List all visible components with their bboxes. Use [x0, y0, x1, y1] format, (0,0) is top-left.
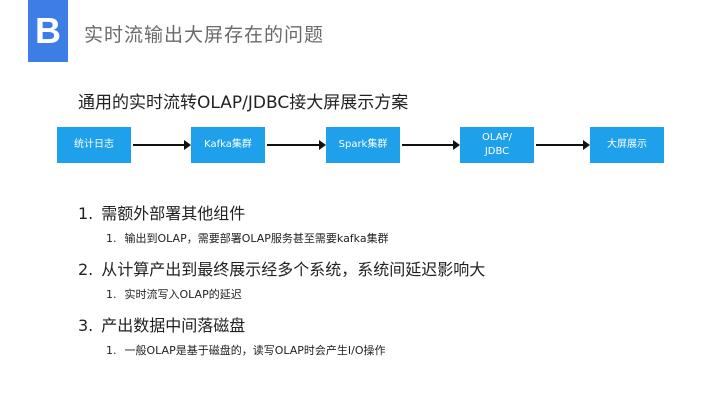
flow-step-olap: OLAP/JDBC [460, 127, 534, 163]
issue-subitem-2: 1. 实时流写入OLAP的延迟 [106, 286, 242, 302]
subitem-number: 1. [106, 288, 117, 301]
flow-step-logs: 统计日志 [57, 127, 131, 163]
flow-step-dashboard: 大屏展示 [590, 127, 664, 163]
issue-subitem-1: 1. 输出到OLAP，需要部署OLAP服务甚至需要kafka集群 [106, 230, 389, 246]
flow-arrow-2 [267, 140, 326, 150]
page-title: 实时流输出大屏存在的问题 [84, 24, 325, 46]
flow-arrow-1 [133, 140, 191, 150]
section-badge: B [28, 0, 68, 62]
subitem-text: 输出到OLAP，需要部署OLAP服务甚至需要kafka集群 [124, 232, 389, 245]
subitem-number: 1. [106, 232, 117, 245]
issue-item-3: 3. 产出数据中间落磁盘 [78, 312, 245, 336]
issue-subitem-3: 1. 一般OLAP是基于磁盘的，读写OLAP时会产生I/O操作 [106, 342, 386, 358]
subitem-text: 实时流写入OLAP的延迟 [124, 288, 242, 301]
issue-number: 3. [78, 316, 94, 335]
flow-step-kafka: Kafka集群 [191, 127, 265, 163]
issue-text: 从计算产出到最终展示经多个系统，系统间延迟影响大 [101, 260, 486, 279]
slide-subtitle: 通用的实时流转OLAP/JDBC接大屏展示方案 [78, 93, 409, 113]
issue-text: 产出数据中间落磁盘 [101, 316, 246, 335]
flow-step-spark: Spark集群 [326, 127, 400, 163]
issue-number: 2. [78, 260, 94, 279]
subitem-text: 一般OLAP是基于磁盘的，读写OLAP时会产生I/O操作 [124, 344, 386, 357]
subitem-number: 1. [106, 344, 117, 357]
flow-arrow-3 [402, 140, 460, 150]
flow-diagram: 统计日志 Kafka集群 Spark集群 OLAP/JDBC 大屏展示 [0, 127, 720, 167]
issue-text: 需额外部署其他组件 [101, 204, 246, 223]
issue-item-2: 2. 从计算产出到最终展示经多个系统，系统间延迟影响大 [78, 256, 485, 280]
flow-arrow-4 [536, 140, 590, 150]
issue-number: 1. [78, 204, 94, 223]
issue-item-1: 1. 需额外部署其他组件 [78, 200, 245, 224]
